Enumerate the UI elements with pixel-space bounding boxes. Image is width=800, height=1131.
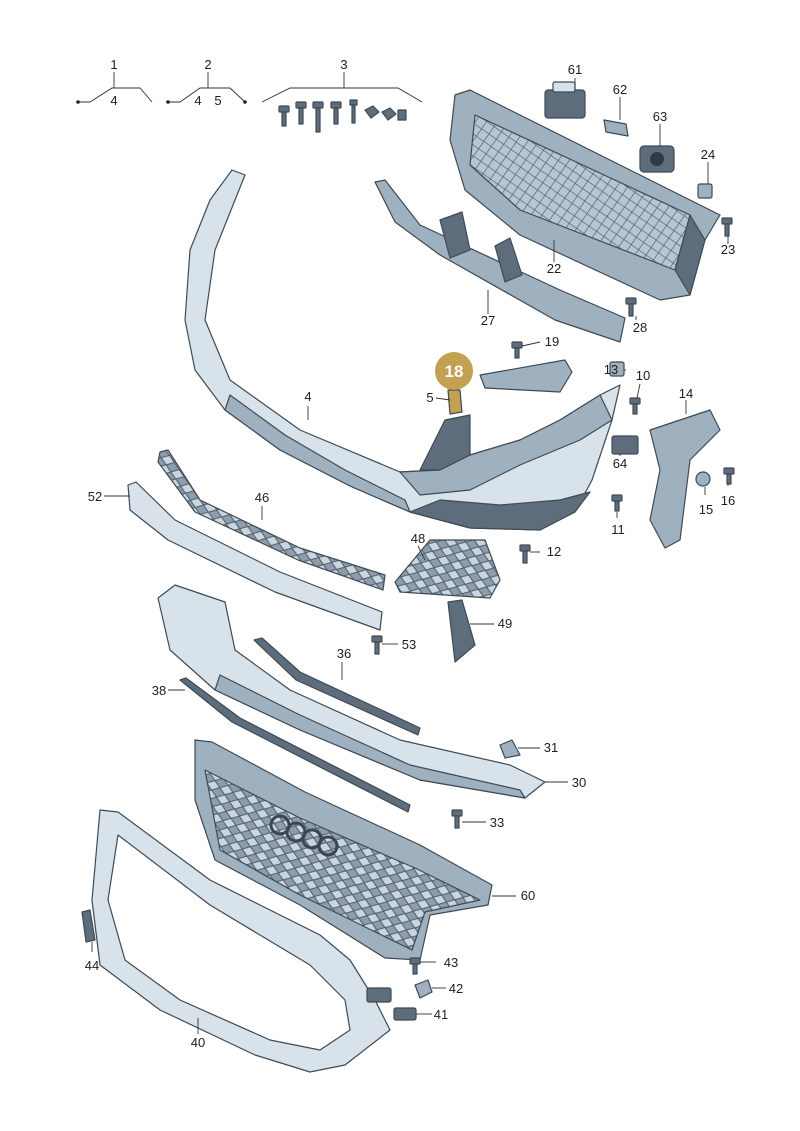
nut-13	[609, 361, 625, 377]
clip-44	[81, 909, 96, 943]
label-40: 40	[191, 1035, 205, 1050]
label-11: 11	[611, 522, 625, 537]
label-30: 30	[572, 775, 586, 790]
label-44: 44	[85, 958, 99, 973]
label-64: 64	[613, 456, 627, 471]
label-46: 46	[255, 490, 269, 505]
label-31: 31	[544, 740, 558, 755]
kit-3-bracket	[261, 87, 423, 103]
mesh-strip-46	[157, 449, 386, 591]
bumper-cover-4	[184, 169, 621, 531]
clip-31	[499, 739, 521, 759]
label-61: 61	[568, 62, 582, 77]
screw-33	[451, 809, 463, 829]
label-27: 27	[481, 313, 495, 328]
label-36: 36	[337, 646, 351, 661]
label-4a: 4	[110, 93, 117, 108]
cover-41	[393, 1007, 417, 1021]
label-49: 49	[498, 616, 512, 631]
trim-strip-52	[127, 481, 383, 631]
label-12: 12	[547, 544, 561, 559]
screw-53	[371, 635, 383, 655]
label-23: 23	[721, 242, 735, 257]
air-guide-19-part	[479, 359, 573, 393]
spoiler-30	[157, 584, 546, 799]
callout-18-text: 18	[445, 362, 464, 381]
label-5a: 5	[214, 93, 221, 108]
label-14: 14	[679, 386, 693, 401]
cover-49	[447, 599, 476, 663]
label-3: 3	[340, 57, 347, 72]
frame-40	[91, 809, 392, 1073]
label-52: 52	[88, 489, 102, 504]
label-19: 19	[545, 334, 559, 349]
screw-set	[278, 99, 407, 133]
label-42: 42	[449, 981, 463, 996]
label-16: 16	[721, 493, 735, 508]
label-63: 63	[653, 109, 667, 124]
radiator-grille-60	[194, 739, 493, 961]
leader-lines	[91, 72, 729, 1034]
camera-63	[639, 145, 675, 173]
label-10: 10	[636, 368, 650, 383]
label-22: 22	[547, 261, 561, 276]
screw-28	[625, 297, 637, 317]
label-33: 33	[490, 815, 504, 830]
sensor-64	[611, 435, 639, 455]
label-1: 1	[110, 57, 117, 72]
kit-1-bracket	[76, 87, 153, 104]
bracket-18-highlight	[447, 389, 463, 415]
label-48: 48	[411, 531, 425, 546]
kit-2-bracket	[166, 87, 247, 104]
label-28: 28	[633, 320, 647, 335]
label-38: 38	[152, 683, 166, 698]
label-15: 15	[699, 502, 713, 517]
label-60: 60	[521, 888, 535, 903]
screw-11	[611, 494, 623, 512]
part-labels: 1 4 2 4 5 3 61 62 63 24 23 22 27 28 19 1…	[85, 57, 735, 1050]
label-13: 13	[604, 362, 618, 377]
label-62: 62	[613, 82, 627, 97]
bracket-27	[374, 179, 626, 343]
clip-42	[414, 979, 433, 999]
grille-carrier-22	[449, 89, 721, 301]
seal-36	[253, 637, 421, 736]
screw-10	[629, 397, 641, 415]
clip-43	[409, 957, 421, 975]
label-5: 5	[426, 390, 433, 405]
bracket-14	[649, 409, 721, 549]
clip-15	[695, 471, 711, 487]
label-24: 24	[701, 147, 715, 162]
label-4b: 4	[194, 93, 201, 108]
label-53: 53	[402, 637, 416, 652]
logo-rings	[269, 814, 339, 857]
screw-16	[723, 467, 735, 485]
sensor-61	[544, 81, 586, 119]
clip-62	[603, 119, 629, 137]
label-2: 2	[204, 57, 211, 72]
clip-24	[697, 183, 713, 199]
grille-insert-48	[394, 539, 501, 599]
seal-38	[179, 677, 411, 813]
screw-23	[721, 217, 733, 237]
label-4: 4	[304, 389, 311, 404]
label-41: 41	[434, 1007, 448, 1022]
callout-18: 18	[435, 352, 473, 390]
label-43: 43	[444, 955, 458, 970]
screw-19	[511, 341, 523, 359]
screw-12	[519, 544, 531, 564]
